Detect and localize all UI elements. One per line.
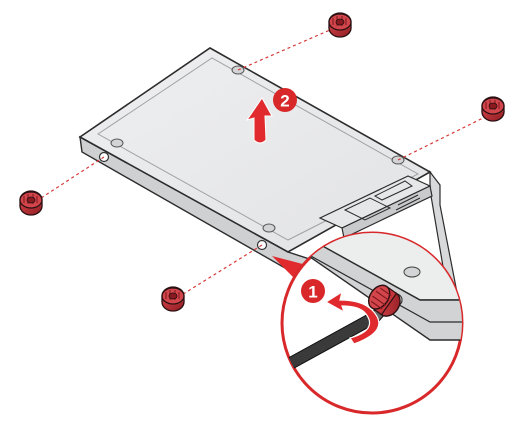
step-2-badge: 2	[273, 88, 297, 112]
up-arrow-icon	[245, 97, 273, 144]
screw-icon	[19, 190, 43, 216]
sata-connector	[318, 175, 433, 239]
guide-line	[179, 244, 263, 297]
guide-line	[237, 29, 331, 71]
zoomed-recess	[403, 266, 421, 278]
screw-icon	[328, 12, 352, 38]
step-2-number: 2	[280, 92, 289, 111]
guide-line	[37, 156, 105, 201]
guide-lines	[37, 29, 484, 297]
step-1-badge: 1	[301, 279, 325, 303]
guide-line	[397, 117, 484, 161]
drive-top-bevel	[97, 57, 420, 241]
curved-arrow-icon	[324, 290, 380, 345]
zoomed-screw	[367, 284, 401, 317]
screw-icon	[481, 96, 505, 122]
drive-top-face	[78, 47, 432, 253]
screw-icon	[161, 286, 185, 312]
lift-arrow	[245, 97, 273, 144]
step-1-number: 1	[308, 283, 317, 302]
top-recess	[262, 223, 276, 233]
top-recess	[110, 138, 124, 148]
